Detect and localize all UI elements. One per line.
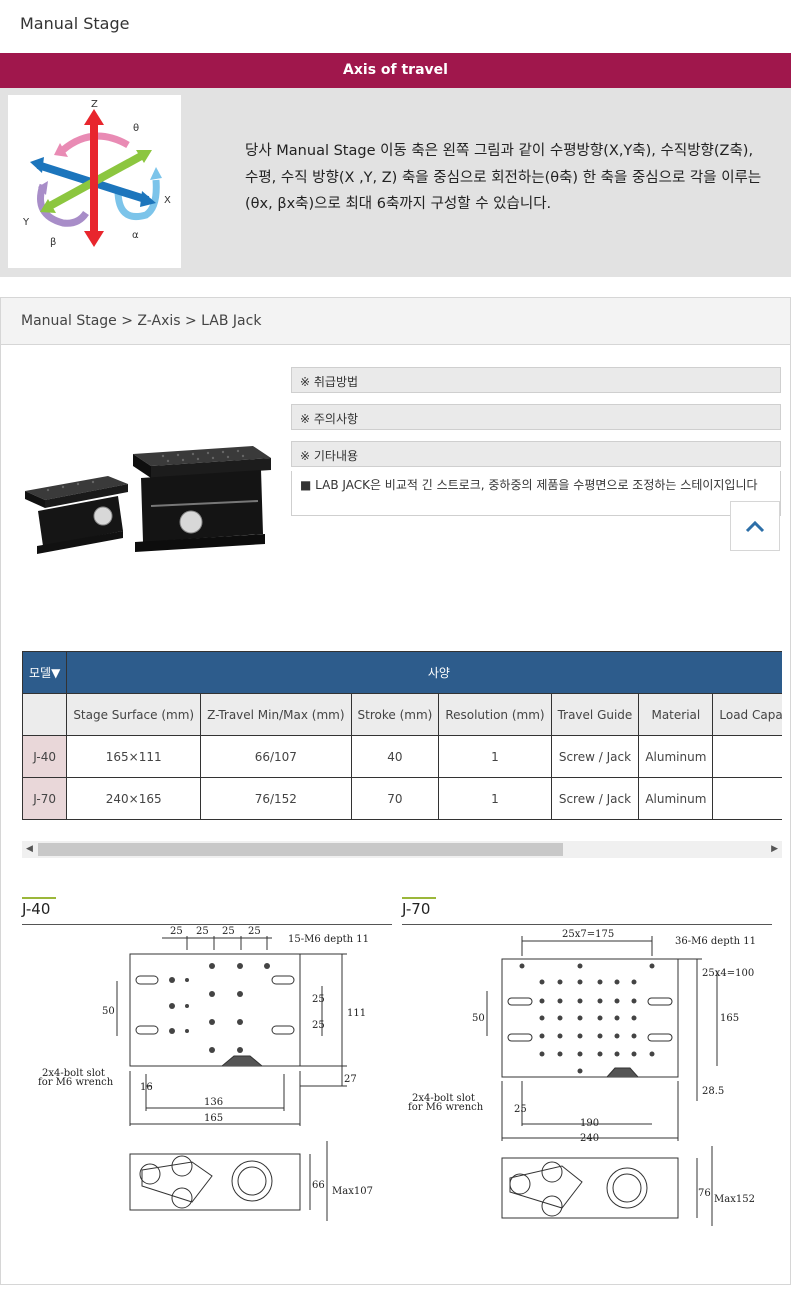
- scrollbar-thumb[interactable]: [38, 843, 563, 856]
- scroll-right-icon[interactable]: ▶: [771, 844, 778, 854]
- title-accent: [402, 897, 436, 899]
- table-row: J-40 165×111 66/107 40 1 Screw / Jack Al…: [22, 735, 782, 778]
- axis-label-y: Y: [22, 217, 30, 228]
- info-handling[interactable]: ※ 취급방법: [291, 367, 781, 393]
- table-cell: 165×111: [66, 735, 202, 778]
- slot-note: 2x4-bolt slot: [412, 1093, 475, 1104]
- hole-note: 36-M6 depth 11: [675, 936, 756, 947]
- drawing-title-j40: J-40: [22, 897, 56, 918]
- page-title: Manual Stage: [20, 14, 130, 33]
- dimension-label: 165: [204, 1113, 223, 1124]
- table-cell: Screw / Jack: [550, 777, 640, 820]
- dimension-label: 111: [347, 1008, 366, 1019]
- table-cell: 76/152: [200, 777, 352, 820]
- divider: [22, 924, 392, 925]
- dimension-label: 16: [140, 1082, 153, 1093]
- model-cell[interactable]: J-40: [22, 735, 68, 778]
- table-row: J-70 240×165 76/152 70 1 Screw / Jack Al…: [22, 777, 782, 820]
- model-column-header[interactable]: 모델▼: [22, 651, 68, 694]
- dimension-label: 28.5: [702, 1086, 724, 1097]
- table-cell: 240×165: [66, 777, 202, 820]
- table-cell: 70: [350, 777, 440, 820]
- drawing-j70: 25x7=175 36-M6 depth 11 50 25x4=100 165 …: [402, 926, 782, 1230]
- slot-note: for M6 wrench: [38, 1077, 114, 1088]
- table-cell: 40: [350, 735, 440, 778]
- chevron-up-icon: [745, 520, 765, 533]
- table-cell: Aluminum: [638, 735, 714, 778]
- column-header: Stage Surface (mm): [66, 693, 202, 736]
- column-header: Material: [638, 693, 714, 736]
- scroll-left-icon[interactable]: ◀: [26, 844, 33, 854]
- spec-table-container[interactable]: 모델▼ 사양 Stage Surface (mm) Z-Travel Min/M…: [22, 651, 782, 821]
- table-cell: [712, 777, 782, 820]
- dimension-label: 25: [196, 926, 209, 937]
- axis-diagram: Z θ X Y β α: [8, 95, 181, 268]
- drawing-title-j70: J-70: [402, 897, 436, 918]
- table-cell: 1: [438, 777, 552, 820]
- column-header: Stroke (mm): [350, 693, 440, 736]
- axis-label-z: Z: [91, 99, 98, 110]
- column-header: Load Capacity: [712, 693, 782, 736]
- dimension-label: 27: [344, 1074, 357, 1085]
- info-caution[interactable]: ※ 주의사항: [291, 404, 781, 430]
- table-cell: Screw / Jack: [550, 735, 640, 778]
- table-cell: [712, 735, 782, 778]
- axis-label-theta: θ: [133, 123, 139, 134]
- dimension-label: 190: [580, 1118, 599, 1129]
- info-other[interactable]: ※ 기타내용: [291, 441, 781, 467]
- dimension-label: Max152: [714, 1194, 755, 1205]
- dimension-label: 25: [514, 1104, 527, 1115]
- hole-note: 15-M6 depth 11: [288, 934, 369, 945]
- dimension-label: 50: [472, 1013, 485, 1024]
- dimension-label: 50: [102, 1006, 115, 1017]
- column-header: Travel Guide: [550, 693, 640, 736]
- table-cell: 66/107: [200, 735, 352, 778]
- slot-note: 2x4-bolt slot: [42, 1068, 105, 1079]
- slot-note: for M6 wrench: [408, 1102, 484, 1113]
- divider: [402, 924, 772, 925]
- model-cell[interactable]: J-70: [22, 777, 68, 820]
- dimension-label: 25: [170, 926, 183, 937]
- dimension-label: 165: [720, 1013, 739, 1024]
- dimension-label: 136: [204, 1097, 223, 1108]
- axis-of-travel-panel: Z θ X Y β α 당사 Manual Stage 이동 축은 왼쪽 그림과…: [0, 88, 791, 277]
- dimension-label: 25: [312, 994, 325, 1005]
- dimension-label: Max107: [332, 1186, 373, 1197]
- axis-of-travel-header: Axis of travel: [0, 53, 791, 88]
- info-description: ■ LAB JACK은 비교적 긴 스트로크, 중하중의 제품을 수평면으로 조…: [291, 471, 781, 516]
- table-cell: Aluminum: [638, 777, 714, 820]
- axis-description: 당사 Manual Stage 이동 축은 왼쪽 그림과 같이 수평방향(X,Y…: [245, 143, 762, 212]
- table-cell: 1: [438, 735, 552, 778]
- title-accent: [22, 897, 56, 899]
- dimension-label: 66: [312, 1180, 325, 1191]
- dimension-label: 25: [248, 926, 261, 937]
- product-photo: [23, 366, 273, 606]
- dimension-label: 25: [312, 1020, 325, 1031]
- scroll-to-top-button[interactable]: [730, 501, 780, 551]
- column-header: Resolution (mm): [438, 693, 552, 736]
- column-header: Z-Travel Min/Max (mm): [200, 693, 352, 736]
- drawing-j40: 25 25 25 25 15-M6 depth 11 50 25 25 111 …: [22, 926, 382, 1230]
- product-section: Manual Stage > Z-Axis > LAB Jack ※: [0, 297, 791, 1285]
- dimension-label: 240: [580, 1133, 599, 1144]
- dimension-label: 25: [222, 926, 235, 937]
- blank-header-cell: [22, 693, 68, 736]
- breadcrumb[interactable]: Manual Stage > Z-Axis > LAB Jack: [1, 298, 790, 345]
- dimension-label: 25x7=175: [562, 929, 614, 940]
- axis-label-beta: β: [50, 237, 56, 248]
- table-horizontal-scrollbar[interactable]: ◀ ▶: [22, 841, 782, 858]
- spec-column-header: 사양: [66, 651, 782, 694]
- dimension-label: 76: [698, 1188, 711, 1199]
- dimension-label: 25x4=100: [702, 968, 754, 979]
- axis-label-alpha: α: [132, 230, 139, 241]
- axis-label-x: X: [164, 195, 171, 206]
- spec-table: 모델▼ 사양 Stage Surface (mm) Z-Travel Min/M…: [22, 651, 782, 820]
